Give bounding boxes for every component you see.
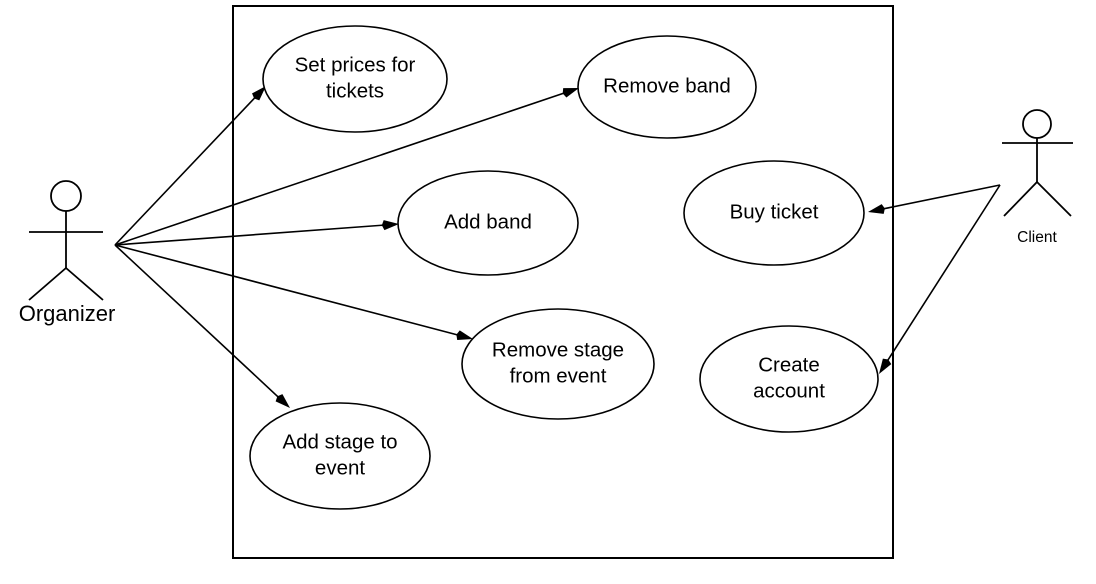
use-case-ellipse <box>577 35 757 139</box>
actor-left-leg-line <box>1003 181 1038 217</box>
actor-right-leg-line <box>1036 181 1072 217</box>
arrow-head-icon <box>562 88 579 98</box>
use-case-create-account[interactable]: Create account <box>699 325 879 433</box>
use-case-label: Remove band <box>603 74 731 97</box>
use-case-label: from event <box>510 364 607 387</box>
use-case-ellipse <box>249 402 431 510</box>
use-case-buy-ticket[interactable]: Buy ticket <box>683 160 865 266</box>
use-case-set-prices-for-tickets[interactable]: Set prices for tickets <box>262 25 448 133</box>
use-case-ellipse <box>699 325 879 433</box>
use-case-ellipse <box>262 25 448 133</box>
use-case-label: account <box>753 379 825 402</box>
arrow-head-icon <box>275 394 290 408</box>
use-case-label: tickets <box>326 79 384 102</box>
use-case-ellipse <box>397 170 579 276</box>
use-case-label: Buy ticket <box>730 200 819 223</box>
association-organizer-to-remove-stage-from-event <box>114 244 473 341</box>
use-case-remove-band[interactable]: Remove band <box>577 35 757 139</box>
arrow-head-icon <box>381 220 399 231</box>
actor-head-icon <box>1022 109 1052 139</box>
use-case-remove-stage-from-event[interactable]: Remove stage from event <box>461 308 655 420</box>
use-case-ellipse <box>683 160 865 266</box>
association-lines <box>114 86 1001 408</box>
use-case-label: Add band <box>444 210 532 233</box>
use-case-label: Add stage to <box>282 430 397 453</box>
use-case-label: Set prices for <box>295 53 416 76</box>
actor-head-icon <box>50 180 82 212</box>
association-line <box>114 90 571 246</box>
association-line <box>883 184 1001 367</box>
arrow-head-icon <box>252 86 266 101</box>
association-line <box>114 92 261 246</box>
association-line <box>876 184 1001 211</box>
use-case-add-band[interactable]: Add band <box>397 170 579 276</box>
use-case-ellipse <box>461 308 655 420</box>
actor-label: Client <box>1017 229 1057 246</box>
actor-organizer[interactable]: Organizer <box>19 180 116 326</box>
association-organizer-to-remove-band <box>114 88 579 246</box>
association-client-to-buy-ticket <box>868 184 1001 214</box>
association-line <box>114 244 465 338</box>
association-line <box>114 223 390 246</box>
arrow-head-icon <box>868 204 885 214</box>
use-case-label: event <box>315 456 365 479</box>
use-case-label: Create <box>758 353 820 376</box>
use-case-add-stage-to-event[interactable]: Add stage to event <box>249 402 431 510</box>
association-organizer-to-add-stage-to-event <box>114 244 290 408</box>
actor-right-leg-line <box>65 267 104 301</box>
arrow-head-icon <box>456 330 473 341</box>
actor-label: Organizer <box>19 301 116 326</box>
association-organizer-to-add-band <box>114 220 399 246</box>
use-case-label: Remove stage <box>492 338 624 361</box>
association-organizer-to-set-prices-for-tickets <box>114 86 266 246</box>
actor-client[interactable]: Client <box>1002 109 1073 246</box>
association-line <box>114 244 284 403</box>
actor-nodes: Organizer Client <box>19 109 1073 326</box>
arrow-head-icon <box>879 358 892 374</box>
association-client-to-create-account <box>879 184 1001 374</box>
actor-left-leg-line <box>28 267 67 301</box>
